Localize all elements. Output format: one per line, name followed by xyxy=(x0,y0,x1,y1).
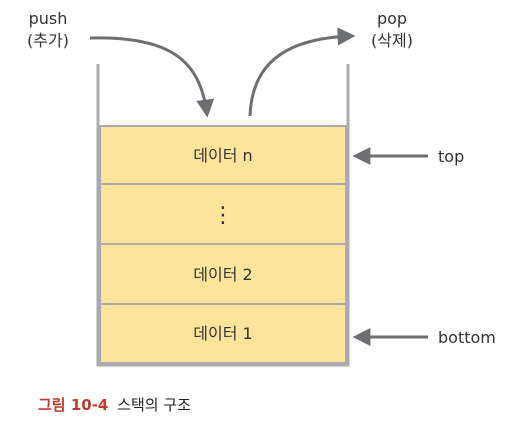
cell-label-second: 데이터 2 xyxy=(193,265,252,284)
figure-title: 스택의 구조 xyxy=(117,396,191,414)
push-sublabel: (추가) xyxy=(27,31,69,50)
cell-label-ellipsis: ⋮ xyxy=(212,203,234,228)
pop-arrow xyxy=(248,27,356,117)
figure-number: 그림 10-4 xyxy=(38,396,109,414)
push-label: push xyxy=(29,9,68,28)
stack-diagram: 데이터 n ⋮ 데이터 2 데이터 1 push (추가) pop (삭제) t… xyxy=(27,9,496,367)
figure-caption: 그림 10-4 스택의 구조 xyxy=(38,394,191,415)
pop-sublabel: (삭제) xyxy=(371,31,413,50)
bottom-pointer-label: bottom xyxy=(438,328,496,347)
pop-label: pop xyxy=(377,9,407,28)
cell-label-top: 데이터 n xyxy=(193,146,252,165)
cell-label-first: 데이터 1 xyxy=(193,324,252,343)
stack-cell-first xyxy=(99,303,347,364)
top-pointer-label: top xyxy=(438,147,464,166)
push-arrow xyxy=(89,36,215,118)
stack-container xyxy=(96,64,350,367)
stack-cell-ellipsis xyxy=(99,183,347,245)
